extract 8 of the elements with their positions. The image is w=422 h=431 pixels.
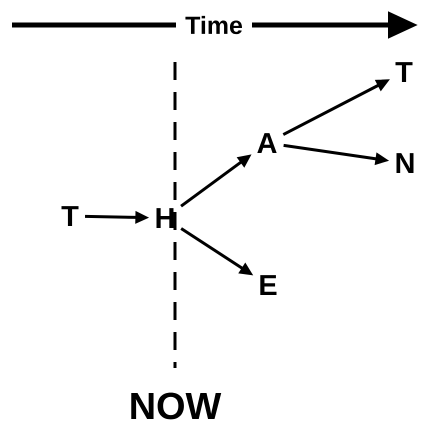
- axis-label: Time: [185, 16, 242, 34]
- node-letter: T: [396, 62, 413, 82]
- node-letter: N: [396, 153, 414, 173]
- node-letter: T: [62, 206, 79, 226]
- axis-label: NOW: [131, 392, 222, 420]
- node-letter: A: [257, 133, 277, 153]
- node-letter: E: [260, 275, 276, 295]
- node-letter: H: [156, 208, 174, 228]
